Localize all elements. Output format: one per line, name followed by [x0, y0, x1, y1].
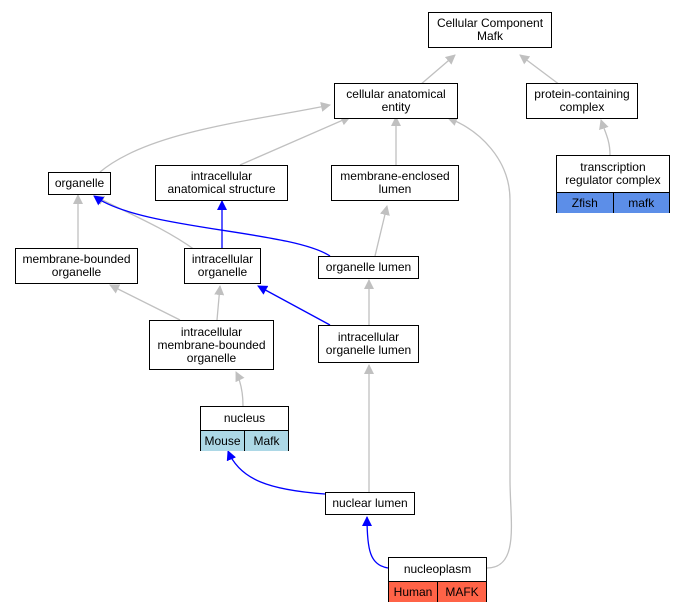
- edge-ias-to-cae: [239, 116, 351, 166]
- node-cellular-component-mafk[interactable]: Cellular Component Mafk: [428, 12, 552, 48]
- edge-nl-to-nucleus: [226, 450, 326, 495]
- species-tag-human: Human: [393, 585, 433, 599]
- node-label: nucleoplasm: [403, 562, 472, 576]
- node-protein-containing-complex[interactable]: protein-containing complex: [526, 83, 638, 119]
- node-transcription-regulator-complex[interactable]: transcription regulator complex Zfish ma…: [556, 155, 670, 213]
- node-organelle[interactable]: organelle: [48, 172, 111, 195]
- species-tag-zfish: Zfish: [571, 196, 598, 210]
- edge-io-to-organelle-blue: [93, 195, 331, 257]
- edge-nucleoplasm-to-nl: [362, 516, 389, 569]
- gene-tag-mafk: mafk: [612, 193, 670, 213]
- edge-imbo-to-mbo: [109, 284, 181, 321]
- edge-nucleoplasm-to-cae: [447, 116, 513, 569]
- edge-ol-to-mel: [374, 205, 390, 257]
- edge-cae-to-cc: [419, 54, 456, 86]
- node-nuclear-lumen[interactable]: nuclear lumen: [325, 492, 415, 515]
- node-nucleus[interactable]: nucleus Mouse Mafk: [200, 406, 289, 451]
- node-intracellular-anatomical-structure[interactable]: intracellular anatomical structure: [155, 165, 288, 201]
- gene-tag-mafk: Mafk: [244, 431, 288, 451]
- gene-tag-mafk: MAFK: [437, 582, 486, 602]
- node-intracellular-organelle-lumen[interactable]: intracellular organelle lumen: [318, 325, 419, 363]
- node-cellular-anatomical-entity[interactable]: cellular anatomical entity: [334, 83, 458, 119]
- edge-nucleus-to-imbo: [235, 371, 245, 407]
- edge-trc-to-pcc: [599, 119, 611, 156]
- node-intracellular-membrane-bounded-organelle[interactable]: intracellular membrane-bounded organelle: [149, 320, 274, 370]
- node-organelle-lumen[interactable]: organelle lumen: [318, 256, 419, 279]
- edge-organelle-to-cae: [99, 101, 331, 173]
- edge-pcc-to-cc: [519, 54, 561, 86]
- node-nucleoplasm[interactable]: nucleoplasm Human MAFK: [388, 557, 487, 602]
- node-membrane-enclosed-lumen[interactable]: membrane-enclosed lumen: [331, 165, 459, 201]
- node-label: transcription regulator complex: [565, 160, 661, 187]
- edge-imbo-to-io: [214, 285, 225, 321]
- node-label: nucleus: [223, 411, 266, 425]
- node-membrane-bounded-organelle[interactable]: membrane-bounded organelle: [15, 248, 138, 284]
- species-tag-mouse: Mouse: [204, 434, 241, 448]
- edge-iol-to-io: [257, 285, 331, 326]
- node-intracellular-organelle[interactable]: intracellular organelle: [184, 248, 261, 284]
